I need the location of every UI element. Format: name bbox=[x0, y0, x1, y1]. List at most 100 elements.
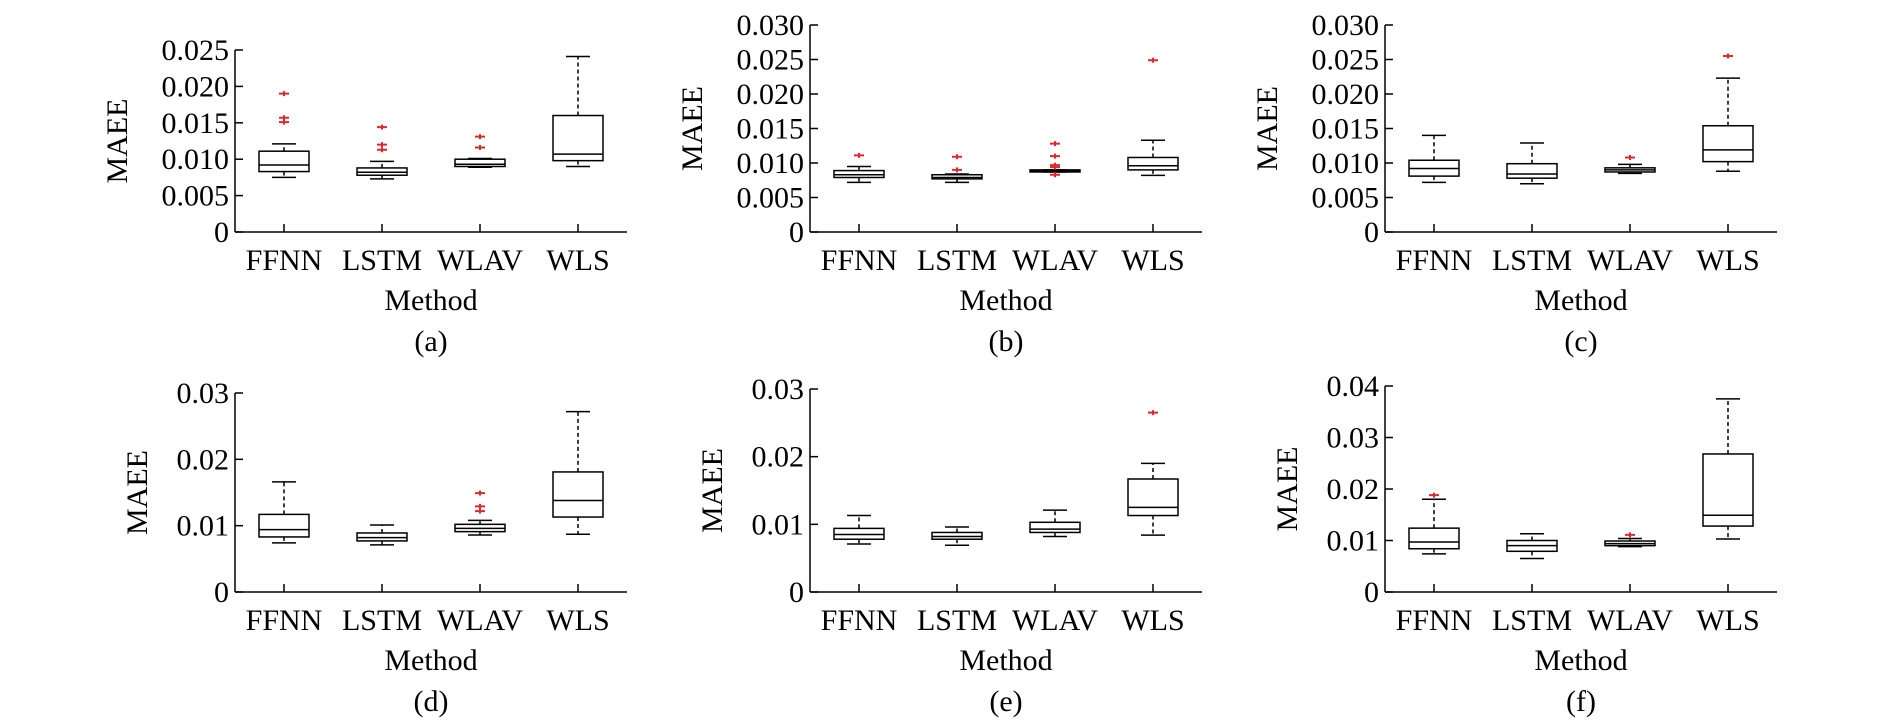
box-wlav bbox=[454, 490, 506, 536]
iqr-box bbox=[1127, 478, 1179, 517]
iqr-box bbox=[1029, 521, 1081, 534]
y-tick-label: 0.02 bbox=[752, 441, 805, 474]
panel-caption: (b) bbox=[989, 325, 1024, 358]
y-tick-label: 0.030 bbox=[1312, 9, 1380, 42]
x-tick-label-wlav: WLAV bbox=[1587, 604, 1673, 637]
x-tick-label-wlav: WLAV bbox=[1587, 244, 1673, 277]
box-wlav bbox=[1029, 141, 1081, 178]
y-tick-label: 0.010 bbox=[162, 143, 230, 176]
outlier-point bbox=[279, 119, 289, 125]
outlier-point bbox=[1050, 162, 1060, 168]
box-ffnn bbox=[1408, 492, 1460, 555]
outlier-point bbox=[475, 503, 485, 509]
y-tick-label: 0.01 bbox=[177, 510, 230, 543]
y-tick-label: 0.005 bbox=[162, 180, 230, 213]
y-tick-label: 0.005 bbox=[737, 182, 805, 215]
panel-caption: (c) bbox=[1564, 325, 1597, 358]
outlier-point bbox=[952, 167, 962, 173]
y-tick-label: 0.030 bbox=[737, 9, 805, 42]
y-tick-label: 0.020 bbox=[162, 70, 230, 103]
x-tick-label-wlav: WLAV bbox=[437, 604, 523, 637]
panel-caption: (a) bbox=[414, 325, 447, 358]
box-ffnn bbox=[833, 514, 885, 545]
box-lstm bbox=[1506, 142, 1558, 185]
y-axis-label: MAEE bbox=[696, 448, 729, 533]
outlier-point bbox=[475, 490, 485, 496]
box-wlav bbox=[1604, 154, 1656, 175]
y-tick-label: 0.015 bbox=[1312, 113, 1380, 146]
y-axis-label: MAEE bbox=[1251, 86, 1284, 171]
x-axis-label: Method bbox=[384, 284, 477, 317]
y-tick-label: 0 bbox=[789, 576, 804, 609]
outlier-point bbox=[475, 134, 485, 140]
outlier-point bbox=[1625, 154, 1635, 160]
box-lstm bbox=[1506, 533, 1558, 560]
outlier-point bbox=[1429, 492, 1439, 498]
outlier-point bbox=[377, 142, 387, 148]
box-lstm bbox=[931, 526, 983, 547]
outlier-point bbox=[1050, 153, 1060, 159]
outlier-point bbox=[1148, 57, 1158, 63]
x-axis-label: Method bbox=[1534, 644, 1627, 677]
iqr-box bbox=[454, 158, 506, 168]
box-lstm bbox=[356, 124, 408, 180]
x-tick-label-wls: WLS bbox=[546, 244, 609, 277]
box-lstm bbox=[931, 154, 983, 184]
box-wlav bbox=[1604, 532, 1656, 548]
box-wls bbox=[552, 55, 604, 168]
x-tick-label-ffnn: FFNN bbox=[821, 604, 898, 637]
box-lstm bbox=[356, 524, 408, 546]
x-axis-label: Method bbox=[959, 284, 1052, 317]
box-wls bbox=[1127, 57, 1179, 177]
box-ffnn bbox=[258, 481, 310, 544]
y-axis-label: MAEE bbox=[676, 86, 709, 171]
y-tick-label: 0 bbox=[1364, 216, 1379, 249]
y-tick-label: 0.020 bbox=[1312, 78, 1380, 111]
outlier-point bbox=[952, 154, 962, 160]
x-tick-label-wlav: WLAV bbox=[1012, 604, 1098, 637]
x-tick-label-lstm: LSTM bbox=[917, 604, 997, 637]
x-axis-label: Method bbox=[959, 644, 1052, 677]
x-tick-label-lstm: LSTM bbox=[342, 244, 422, 277]
outlier-point bbox=[279, 91, 289, 97]
y-tick-label: 0.010 bbox=[737, 147, 805, 180]
y-tick-label: 0.025 bbox=[737, 44, 805, 77]
outlier-point bbox=[1723, 53, 1733, 59]
outlier-point bbox=[475, 508, 485, 514]
y-tick-label: 0.010 bbox=[1312, 147, 1380, 180]
x-tick-label-wls: WLS bbox=[546, 604, 609, 637]
box-ffnn bbox=[833, 152, 885, 184]
panel-caption: (f) bbox=[1566, 685, 1596, 718]
y-tick-label: 0.04 bbox=[1327, 370, 1380, 403]
box-wls bbox=[1702, 398, 1754, 540]
y-tick-label: 0 bbox=[1364, 576, 1379, 609]
y-tick-label: 0.015 bbox=[162, 107, 230, 140]
iqr-box bbox=[1506, 162, 1558, 179]
panel-caption: (e) bbox=[989, 685, 1022, 718]
y-tick-label: 0 bbox=[789, 216, 804, 249]
y-tick-label: 0.025 bbox=[162, 34, 230, 67]
y-axis-label: MAEE bbox=[101, 99, 134, 184]
y-tick-label: 0.02 bbox=[1327, 473, 1380, 506]
box-ffnn bbox=[1408, 134, 1460, 184]
x-tick-label-wlav: WLAV bbox=[437, 244, 523, 277]
y-tick-label: 0.03 bbox=[752, 373, 805, 406]
panel-caption: (d) bbox=[414, 685, 449, 718]
iqr-box bbox=[1127, 156, 1179, 171]
x-tick-label-wls: WLS bbox=[1696, 244, 1759, 277]
x-axis-label: Method bbox=[1534, 284, 1627, 317]
outlier-point bbox=[854, 152, 864, 158]
x-tick-label-lstm: LSTM bbox=[917, 244, 997, 277]
outlier-point bbox=[475, 145, 485, 151]
iqr-box bbox=[258, 513, 310, 538]
outlier-point bbox=[377, 147, 387, 153]
box-wlav bbox=[1029, 509, 1081, 538]
y-tick-label: 0.005 bbox=[1312, 182, 1380, 215]
